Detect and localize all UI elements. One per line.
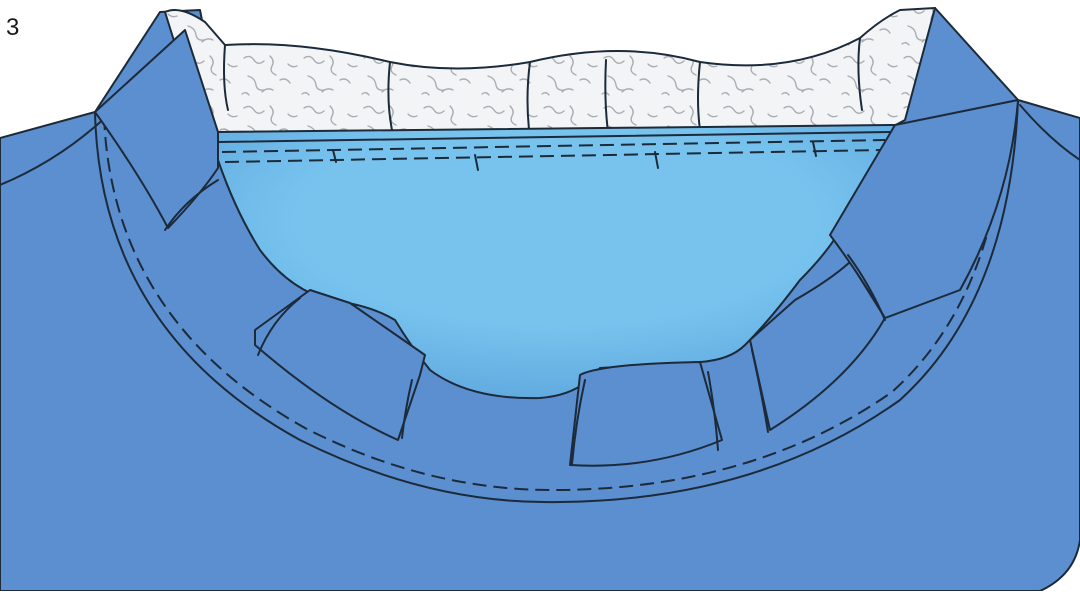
neckline-stitching	[103, 103, 1007, 492]
neckline-edge	[94, 99, 1019, 504]
interfacing-clip	[604, 59, 609, 133]
step-number: 3	[6, 14, 20, 41]
shoulder-seam-right	[1019, 104, 1080, 161]
facing-top-edge	[217, 131, 891, 143]
seam-clip	[847, 254, 886, 321]
seam-allowance-tab	[569, 361, 723, 467]
interfacing	[164, 7, 936, 133]
seam-allowance-tab	[94, 29, 219, 229]
interfacing-clip	[857, 37, 863, 111]
facing-notch	[474, 154, 479, 171]
facing-notch	[654, 151, 659, 169]
interfacing-clip	[223, 44, 229, 111]
interfacing-clip	[387, 61, 393, 131]
seam-clip	[751, 349, 769, 433]
seam-clip	[401, 379, 413, 439]
facing-notch	[812, 141, 817, 157]
shoulder-seam-left	[0, 114, 109, 186]
neckline-facing	[217, 124, 896, 400]
interfacing-clip	[697, 61, 701, 131]
seam-allowance-tab	[749, 261, 886, 431]
seam-clip	[707, 371, 719, 451]
seam-clip	[257, 297, 301, 356]
stitching-line	[224, 149, 881, 163]
facing-notch	[332, 149, 337, 163]
seam-allowance-tab	[254, 289, 426, 441]
seam-clip	[571, 379, 586, 465]
seam-clip	[164, 179, 219, 231]
seam-allowance-tab	[829, 99, 1019, 319]
